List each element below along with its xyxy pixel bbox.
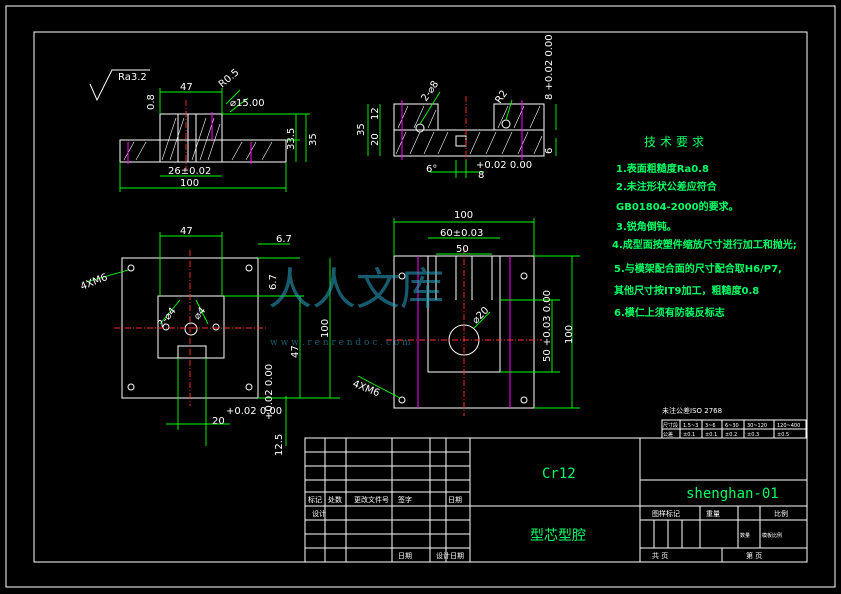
tr-dim-r2: R2 bbox=[493, 89, 510, 106]
bl-dim-2d4: 2-⌀4 bbox=[156, 306, 179, 330]
tl-dim-d15: ⌀15.00 bbox=[230, 98, 265, 109]
tol-title: 未注公差ISO 2768 bbox=[662, 406, 722, 415]
bl-dim-67b: 6.7 bbox=[268, 274, 279, 290]
tb-sign: 签字 bbox=[398, 495, 412, 504]
br-dim-50: 50 bbox=[456, 244, 469, 255]
tr-dim-35: 35 bbox=[356, 123, 367, 136]
tol-h4: 30~120 bbox=[747, 423, 767, 429]
bl-dim-100: 100 bbox=[320, 319, 331, 338]
tolerance-table: 未注公差ISO 2768 尺寸段 1.5~3 3~6 6~30 30~120 1… bbox=[661, 406, 807, 439]
tol-h2: 3~6 bbox=[705, 423, 716, 429]
tl-dim-335: 33.5 bbox=[286, 128, 297, 150]
tl-dim-35: 35 bbox=[308, 133, 319, 146]
tol-r5: ±0.5 bbox=[777, 432, 789, 438]
tb-change-doc: 更改文件号 bbox=[354, 495, 389, 504]
tr-dim-2d8: 2-⌀8 bbox=[419, 79, 441, 104]
br-dim-100: 100 bbox=[454, 210, 473, 221]
bl-dim-47: 47 bbox=[180, 226, 193, 237]
watermark: 人人文库 w w w . r e n r e n d o c . c o m bbox=[268, 264, 444, 348]
tol-h3: 6~30 bbox=[725, 423, 739, 429]
br-dim-d20: ⌀20 bbox=[470, 305, 491, 326]
tr-dim-20: 20 bbox=[370, 133, 381, 146]
tr-dim-6: 6 bbox=[544, 148, 555, 154]
bl-dim-tol1: +0.02 0.00 bbox=[226, 406, 282, 417]
tol-r3: ±0.2 bbox=[725, 432, 737, 438]
tl-dim-26: 26±0.02 bbox=[168, 166, 211, 177]
tol-h1: 1.5~3 bbox=[683, 423, 698, 429]
note-6: 5.与模架配合面的尺寸配合取H6/P7, bbox=[614, 262, 782, 275]
tol-r4: ±0.3 bbox=[747, 432, 759, 438]
tb-scale: 比例 bbox=[774, 509, 788, 518]
tb-design-check: 设计日期 bbox=[436, 551, 464, 560]
tr-dim-8b: 8 bbox=[478, 170, 484, 181]
tl-dim-08: 0.8 bbox=[146, 94, 157, 110]
tol-h5: 120~400 bbox=[777, 423, 800, 429]
technical-notes: 技术要求 1.表面粗糙度Ra0.8 2.未注形状公差应符合 GB01804-20… bbox=[612, 135, 797, 319]
tb-design: 设计 bbox=[312, 509, 326, 518]
outer-frame bbox=[5, 5, 836, 588]
tol-h0: 尺寸段 bbox=[663, 422, 678, 429]
tb-mark: 标记 bbox=[308, 495, 322, 504]
tr-dim-tol: +0.02 0.00 bbox=[476, 160, 532, 171]
roughness-symbol: Ra3.2 bbox=[89, 69, 150, 102]
roughness-label: Ra3.2 bbox=[118, 72, 147, 83]
tol-r1: ±0.1 bbox=[683, 432, 695, 438]
bl-dim-67a: 6.7 bbox=[276, 234, 292, 245]
br-dim-100b: 100 bbox=[564, 325, 575, 344]
tb-stage: 图样标记 bbox=[652, 509, 680, 518]
tr-dim-8: 8 +0.02 0.00 bbox=[544, 34, 555, 100]
tb-mold: 模板比例 bbox=[762, 532, 782, 539]
tb-qty: 数量 bbox=[740, 532, 750, 539]
watermark-text: 人人文库 bbox=[268, 264, 444, 315]
tl-dim-100: 100 bbox=[180, 178, 199, 189]
bl-dim-47b: 47 bbox=[290, 345, 301, 358]
part-name: 型芯型腔 bbox=[530, 528, 586, 544]
tb-count: 处数 bbox=[328, 495, 342, 504]
tr-dim-12: 12 bbox=[370, 107, 381, 120]
tb-weight: 重量 bbox=[706, 510, 720, 518]
top-right-view: 2-⌀8 R2 8 +0.02 0.00 35 20 12 6 6° +0.02… bbox=[356, 34, 557, 181]
title-block: 标记 处数 更改文件号 签字 日期 设计 日期 设计日期 Cr12 shengh… bbox=[304, 437, 808, 563]
tb-date2: 日期 bbox=[398, 552, 412, 560]
tb-total: 共 页 bbox=[652, 551, 668, 560]
bl-dim-4xm6: 4XM6 bbox=[79, 272, 109, 293]
br-dim-50tol: 50 +0.03 0.00 bbox=[542, 290, 553, 362]
bl-dim-tol2: +0.02 0.00 bbox=[264, 364, 275, 420]
tr-dim-6deg: 6° bbox=[426, 164, 437, 175]
bl-dim-125: 12.5 bbox=[274, 434, 285, 456]
note-2: 2.未注形状公差应符合 bbox=[616, 180, 718, 193]
tl-dim-47: 47 bbox=[180, 82, 193, 93]
drawing-number: shenghan-01 bbox=[686, 486, 779, 502]
br-dim-4xm6: 4XM6 bbox=[351, 379, 381, 400]
bl-dim-20: 20 bbox=[212, 416, 225, 427]
tol-r2: ±0.1 bbox=[705, 432, 717, 438]
note-7: 其他尺寸按IT9加工，粗糙度0.8 bbox=[614, 284, 759, 297]
bottom-left-view: 47 6.7 6.7 4XM6 2-⌀4 ⌀4 100 47 20 +0.02 … bbox=[79, 226, 340, 456]
note-1: 1.表面粗糙度Ra0.8 bbox=[616, 162, 709, 175]
top-left-view: 47 R0.5 ⌀15.00 0.8 33.5 35 26±0.02 100 bbox=[119, 67, 319, 192]
note-4: 3.锐角倒钝。 bbox=[616, 220, 677, 233]
br-dim-60: 60±0.03 bbox=[440, 228, 483, 239]
material: Cr12 bbox=[542, 466, 576, 482]
tb-sheet: 第 页 bbox=[746, 551, 762, 560]
tl-dim-r05: R0.5 bbox=[217, 67, 242, 90]
tol-r0: 公差 bbox=[663, 431, 673, 438]
note-3: GB01804-2000的要求。 bbox=[616, 200, 739, 213]
note-8: 6.模仁上须有防装反标志 bbox=[614, 306, 725, 319]
notes-heading: 技术要求 bbox=[644, 135, 708, 149]
note-5: 4.成型面按塑件缩放尺寸进行加工和抛光; bbox=[612, 238, 797, 251]
watermark-url: w w w . r e n r e n d o c . c o m bbox=[270, 338, 411, 348]
tb-date: 日期 bbox=[448, 496, 462, 504]
